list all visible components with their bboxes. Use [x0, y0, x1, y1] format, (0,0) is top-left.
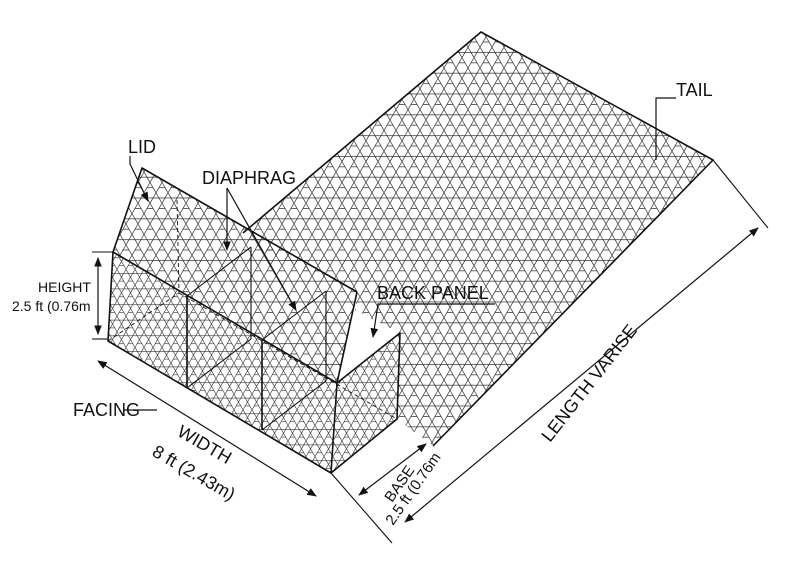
length-dimension: [330, 159, 769, 544]
label-leaders: [123, 97, 676, 411]
tail-label: TAIL: [676, 80, 713, 100]
height-title: HEIGHT: [38, 279, 91, 295]
height-value: 2.5 ft (0.76m: [12, 298, 91, 314]
height-dimension: [92, 251, 113, 340]
lid-panel: [112, 167, 358, 384]
back-panel-label: BACK PANEL: [377, 283, 489, 303]
diaphragm-label: DIAPHRAG: [202, 168, 296, 188]
length-label: LENGTH VARISE: [537, 321, 641, 446]
facing-label: FACING: [73, 400, 140, 420]
lid-label: LID: [128, 137, 156, 157]
width-dimension: [97, 360, 317, 497]
